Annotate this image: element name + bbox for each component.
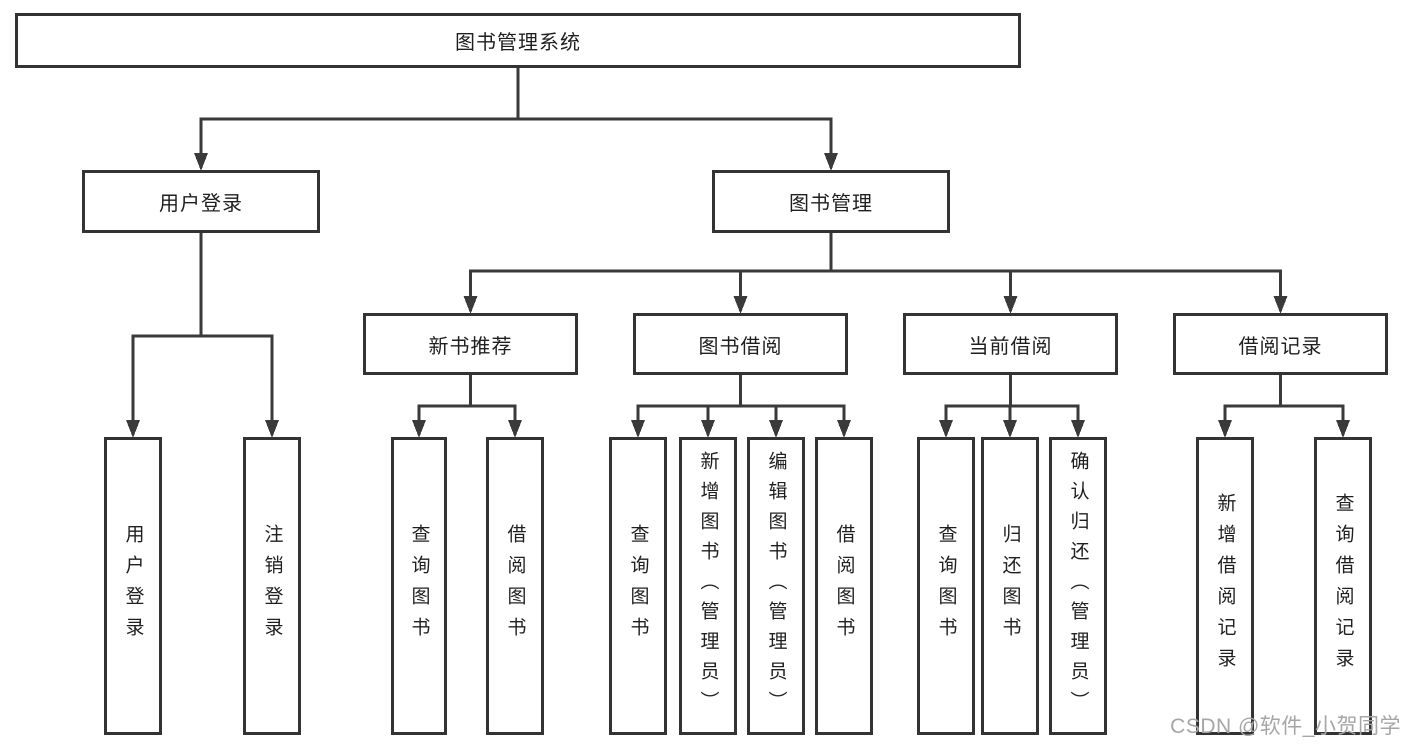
node-book-borrowing: 图书借阅 bbox=[633, 313, 848, 375]
node-current-borrowing: 当前借阅 bbox=[903, 313, 1118, 375]
node-bb-query-book: 查询图书 bbox=[609, 437, 667, 735]
node-cb-confirm-return: 确认归还（管理员） bbox=[1049, 437, 1107, 735]
node-cb-return-book: 归还图书 bbox=[981, 437, 1039, 735]
node-new-book-recommend: 新书推荐 bbox=[363, 313, 578, 375]
node-br-add-record: 新增借阅记录 bbox=[1196, 437, 1254, 735]
node-label: 借阅图书 bbox=[504, 524, 526, 648]
node-label: 确认归还（管理员） bbox=[1067, 451, 1089, 721]
node-br-query-record: 查询借阅记录 bbox=[1314, 437, 1372, 735]
node-label: 注销登录 bbox=[261, 524, 283, 648]
node-nbr-borrow-book: 借阅图书 bbox=[486, 437, 544, 735]
node-bb-add-book: 新增图书（管理员） bbox=[679, 437, 737, 735]
node-label: 图书管理系统 bbox=[455, 32, 581, 54]
node-root: 图书管理系统 bbox=[15, 13, 1021, 68]
node-label: 用户登录 bbox=[122, 524, 144, 648]
node-label: 新增借阅记录 bbox=[1214, 493, 1236, 679]
watermark: CSDN @软件_小贺同学 bbox=[1170, 715, 1401, 738]
node-label: 查询图书 bbox=[627, 524, 649, 648]
node-label: 当前借阅 bbox=[968, 335, 1053, 358]
node-label: 归还图书 bbox=[999, 524, 1021, 648]
node-logout-leaf: 注销登录 bbox=[243, 437, 301, 735]
node-borrow-records: 借阅记录 bbox=[1173, 313, 1388, 375]
node-label: 图书管理 bbox=[789, 193, 873, 215]
node-bb-edit-book: 编辑图书（管理员） bbox=[747, 437, 805, 735]
node-label: 查询图书 bbox=[935, 524, 957, 648]
node-label: 图书借阅 bbox=[698, 335, 783, 358]
node-user-login-leaf: 用户登录 bbox=[104, 437, 162, 735]
node-cb-query-book: 查询图书 bbox=[917, 437, 975, 735]
node-nbr-query-book: 查询图书 bbox=[391, 437, 447, 735]
node-label: 用户登录 bbox=[159, 193, 243, 215]
node-label: 查询借阅记录 bbox=[1332, 493, 1354, 679]
node-label: 新增图书（管理员） bbox=[697, 451, 719, 721]
node-label: 编辑图书（管理员） bbox=[765, 451, 787, 721]
node-book-management: 图书管理 bbox=[712, 170, 950, 233]
node-label: 新书推荐 bbox=[428, 335, 513, 358]
node-label: 查询图书 bbox=[408, 524, 430, 648]
node-user-login: 用户登录 bbox=[82, 170, 320, 233]
node-bb-borrow-book: 借阅图书 bbox=[815, 437, 873, 735]
node-label: 借阅图书 bbox=[833, 524, 855, 648]
node-label: 借阅记录 bbox=[1238, 335, 1323, 358]
